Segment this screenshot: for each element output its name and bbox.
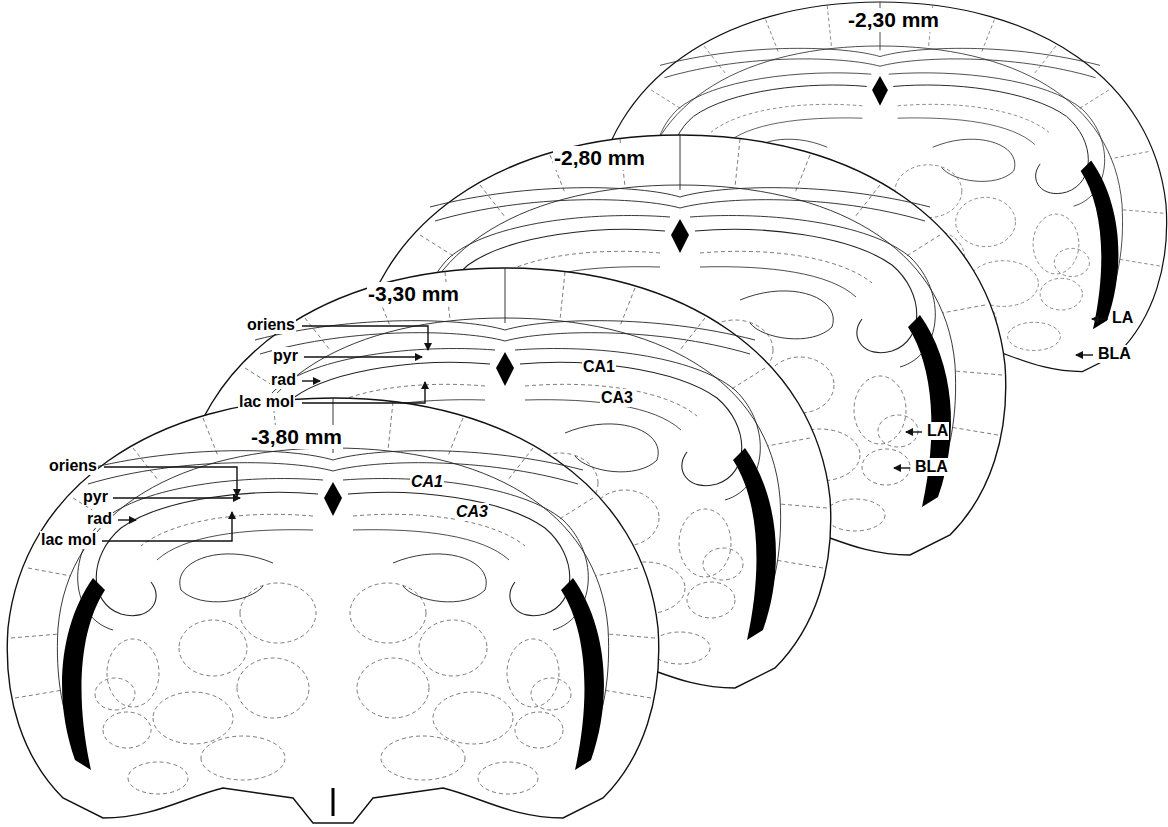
- section-label: -2,30 mm: [847, 8, 940, 32]
- region-label: BLA: [914, 458, 949, 476]
- leader-lines: [102, 319, 1108, 541]
- layer-label: lac mol: [238, 393, 295, 411]
- layer-label: rad: [270, 371, 297, 389]
- layer-label: rad: [86, 510, 113, 528]
- layer-label: oriens: [246, 316, 296, 334]
- layer-label: pyr: [82, 488, 109, 506]
- layer-label: pyr: [272, 347, 299, 365]
- region-label: CA3: [600, 389, 634, 407]
- region-label: LA: [926, 422, 949, 440]
- section-label: -2,80 mm: [553, 146, 646, 170]
- region-label: CA1: [410, 473, 444, 491]
- section-label: -3,80 mm: [250, 425, 343, 449]
- region-label: BLA: [1097, 345, 1132, 363]
- section-label: -3,30 mm: [367, 282, 460, 306]
- layer-label: lac mol: [40, 531, 97, 549]
- section-3-80: [7, 398, 659, 823]
- region-label: CA1: [582, 358, 616, 376]
- region-label: CA3: [455, 503, 489, 521]
- layer-label: oriens: [48, 457, 98, 475]
- region-label: LA: [1111, 309, 1134, 327]
